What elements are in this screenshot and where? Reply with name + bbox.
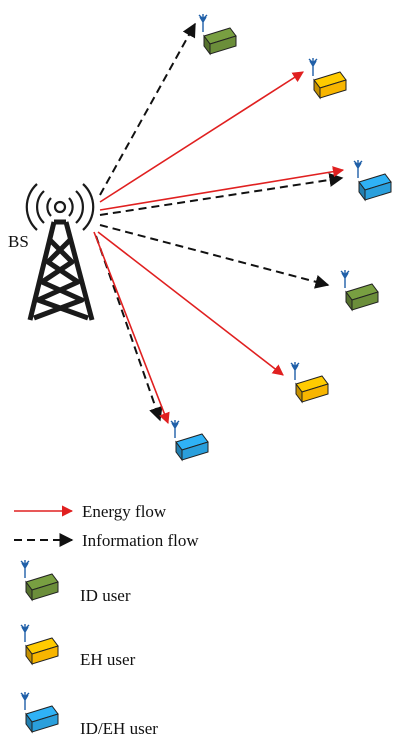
antenna-icon bbox=[290, 362, 300, 380]
id-eh-user-legend-icon bbox=[20, 692, 59, 734]
user-devices bbox=[170, 14, 392, 462]
antenna-icon bbox=[198, 14, 208, 32]
base-station-label: BS bbox=[8, 232, 29, 251]
radio-waves-icon bbox=[25, 183, 95, 231]
antenna-icon bbox=[20, 624, 30, 642]
eh-user-legend-icon bbox=[20, 624, 59, 666]
id-user-label: ID user bbox=[80, 586, 131, 605]
id-eh-user-device-6 bbox=[170, 420, 209, 462]
tower-icon bbox=[27, 219, 95, 321]
antenna-icon bbox=[340, 270, 350, 288]
energy-arrow-to-user-2 bbox=[99, 71, 304, 203]
info-arrow-to-user-4 bbox=[99, 224, 330, 289]
base-station-icon: BS bbox=[8, 183, 95, 321]
energy-flow-label: Energy flow bbox=[82, 502, 167, 521]
antenna-icon bbox=[308, 58, 318, 76]
info-arrow-to-user-3 bbox=[99, 172, 344, 216]
id-user-legend-icon bbox=[20, 560, 59, 602]
energy-arrow-to-user-3 bbox=[99, 166, 345, 211]
legend: Energy flow Information flow ID user EH … bbox=[14, 502, 199, 738]
eh-user-device-5 bbox=[290, 362, 329, 404]
id-user-device-1 bbox=[198, 14, 237, 56]
information-flow-label: Information flow bbox=[82, 531, 199, 550]
eh-user-device-2 bbox=[308, 58, 347, 100]
energy-arrow-to-user-6 bbox=[93, 231, 170, 425]
id-user-device-4 bbox=[340, 270, 379, 312]
antenna-icon bbox=[20, 560, 30, 578]
antenna-icon bbox=[20, 692, 30, 710]
flow-arrows bbox=[93, 22, 345, 425]
eh-user-label: EH user bbox=[80, 650, 136, 669]
antenna-icon bbox=[170, 420, 180, 438]
antenna-icon bbox=[353, 160, 363, 178]
id-eh-user-label: ID/EH user bbox=[80, 719, 158, 738]
id-eh-user-device-3 bbox=[353, 160, 392, 202]
energy-arrow-to-user-5 bbox=[97, 231, 284, 376]
info-arrow-to-user-1 bbox=[99, 22, 196, 196]
